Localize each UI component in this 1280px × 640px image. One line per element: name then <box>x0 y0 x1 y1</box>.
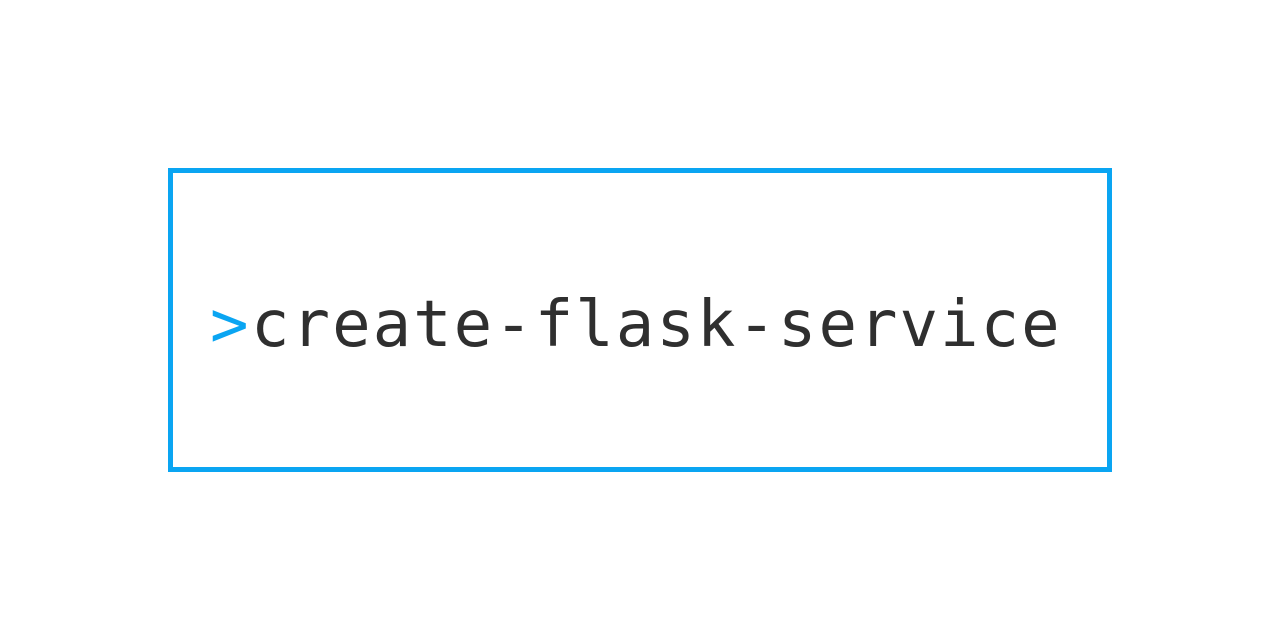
prompt-symbol: > <box>210 288 249 362</box>
project-name: create-flask-service <box>251 288 1062 362</box>
banner-frame <box>168 168 1112 472</box>
project-title: > create-flask-service <box>210 290 1062 360</box>
